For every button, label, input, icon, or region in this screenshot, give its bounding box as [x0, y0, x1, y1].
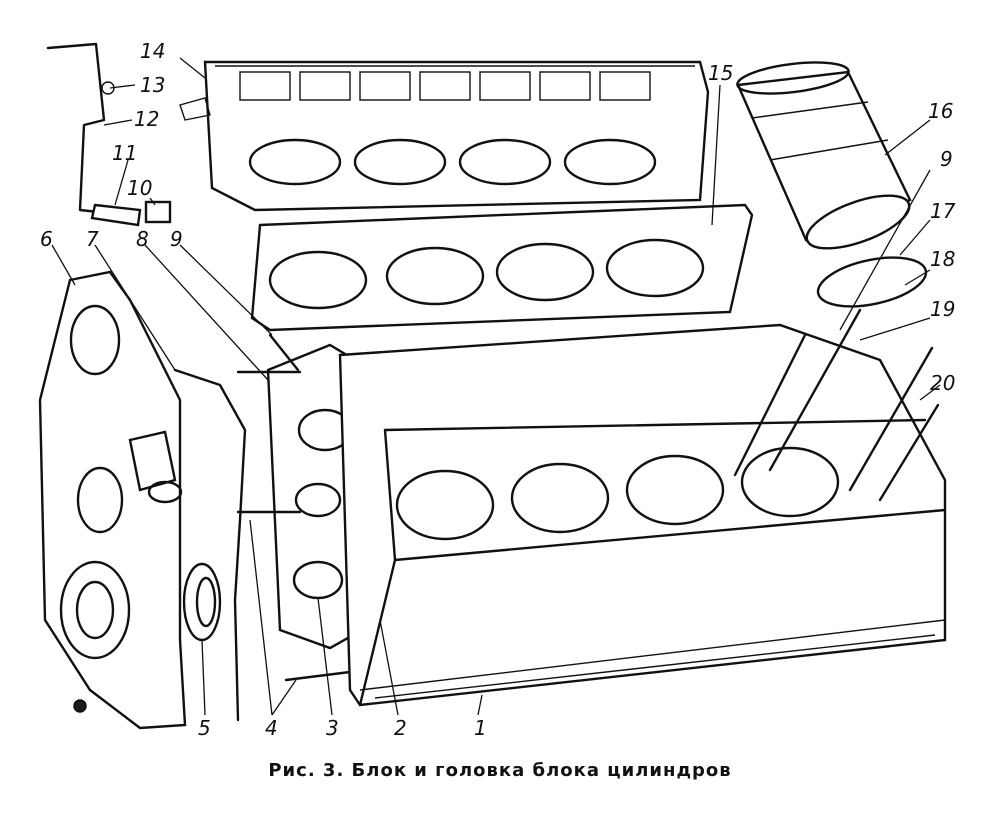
callout-20: 20: [930, 371, 955, 395]
callout-12: 12: [134, 107, 159, 131]
fittings: [90, 200, 172, 227]
callout-15: 15: [708, 61, 733, 85]
callout-10: 10: [127, 176, 152, 200]
cylinder-block: [338, 323, 947, 707]
head-ports: [239, 71, 651, 101]
front-studs: [236, 333, 352, 682]
callout-7: 7: [86, 227, 99, 251]
cylinder-head: [179, 60, 710, 212]
callout-17: 17: [930, 199, 956, 223]
cylinder-liner: [736, 61, 912, 250]
callout-2: 2: [394, 716, 407, 740]
callout-13: 13: [140, 73, 165, 97]
callout-9-top: 9: [940, 147, 953, 171]
callout-16: 16: [928, 99, 953, 123]
callout-14: 14: [140, 39, 165, 63]
callout-5: 5: [198, 716, 211, 740]
callout-11: 11: [112, 141, 137, 165]
callout-3: 3: [326, 716, 339, 740]
head-gasket: [250, 203, 754, 332]
dipstick-tube: [46, 42, 115, 214]
callout-9-left: 9: [170, 227, 183, 251]
callout-numbers: 14 13 12 11 10 15 16 9 17 18 19 20 6 7 8…: [40, 39, 956, 740]
timing-cover: [38, 270, 187, 730]
callout-4: 4: [265, 716, 278, 740]
callout-1: 1: [474, 716, 487, 740]
oil-seal: [182, 562, 222, 642]
combustion-chambers: [248, 138, 657, 186]
callout-18: 18: [930, 247, 955, 271]
figure-caption: Рис. 3. Блок и головка блока цилиндров: [268, 760, 732, 781]
liner-seal-rings: [816, 256, 928, 308]
callout-8: 8: [136, 227, 149, 251]
leader-lines: [51, 57, 941, 716]
block-bores: [395, 446, 840, 541]
head-studs: [733, 308, 940, 502]
callout-19: 19: [930, 297, 955, 321]
front-gasket: [173, 368, 247, 722]
callout-6: 6: [40, 227, 53, 251]
